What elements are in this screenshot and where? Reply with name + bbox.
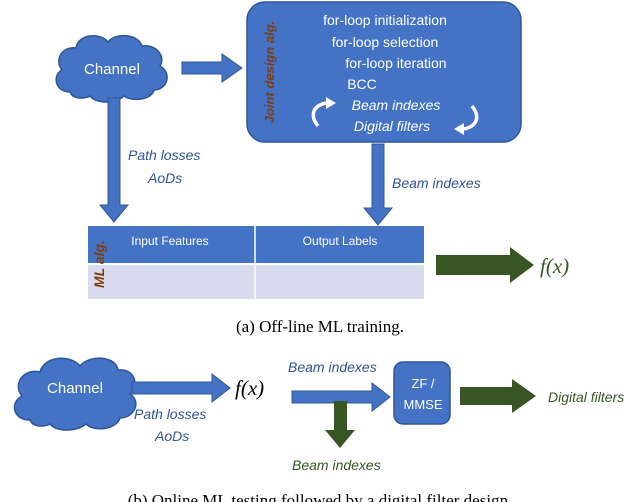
table-header-input-features: Input Features xyxy=(131,234,208,248)
path-losses-label-b: Path losses xyxy=(134,406,206,422)
cycle-arrowhead-bottom xyxy=(454,123,464,135)
table-data-row xyxy=(88,264,424,299)
channel-label-b: Channel xyxy=(47,380,103,397)
right-arrow-icon xyxy=(460,379,536,413)
right-arrow-icon xyxy=(131,372,231,404)
caption-b: (b) Online ML testing followed by a digi… xyxy=(128,491,513,502)
channel-cloud-a: Channel xyxy=(55,34,168,103)
cycle-arrowhead-top xyxy=(326,97,336,109)
down-arrow-icon xyxy=(325,401,355,448)
cloud-shape-icon xyxy=(13,357,137,431)
joint-alg-label: Joint design alg. xyxy=(262,21,277,124)
aods-label-b: AoDs xyxy=(154,428,189,444)
digital-filters-label: Digital filters xyxy=(548,389,624,405)
alg-output-beam-indexes: Beam indexes xyxy=(352,97,441,113)
table-header-row xyxy=(88,226,424,264)
alg-step-bcc: BCC xyxy=(347,76,377,92)
cloud-shape-icon xyxy=(55,34,168,103)
beam-indexes-label-a: Beam indexes xyxy=(392,175,481,191)
joint-design-box: Joint design alg. for-loop initializatio… xyxy=(246,1,522,143)
down-arrow-icon xyxy=(98,97,130,223)
right-arrow-icon xyxy=(181,53,243,83)
zf-mmse-box: ZF / MMSE xyxy=(393,361,451,425)
ml-alg-label: ML alg. xyxy=(91,240,107,288)
right-arrow-icon xyxy=(436,247,534,283)
ml-table: ML alg. Input Features Output Labels xyxy=(88,226,424,299)
down-arrow-icon xyxy=(362,143,394,226)
beam-indexes-label-b-bottom: Beam indexes xyxy=(292,457,381,473)
alg-step-iteration: for-loop iteration xyxy=(345,55,446,71)
fx-label-a: f(x) xyxy=(540,254,569,278)
zf-mmse-background xyxy=(393,361,451,425)
fx-label-b: f(x) xyxy=(235,376,264,400)
path-losses-label-a: Path losses xyxy=(128,147,200,163)
aods-label-a: AoDs xyxy=(147,170,182,186)
table-header-output-labels: Output Labels xyxy=(303,234,378,248)
right-arrow-icon xyxy=(291,381,391,413)
alg-step-initialization: for-loop initialization xyxy=(323,12,447,28)
channel-label-a: Channel xyxy=(84,61,140,78)
zf-label: ZF / xyxy=(411,376,434,391)
alg-output-digital-filters: Digital filters xyxy=(354,118,430,134)
mmse-label: MMSE xyxy=(404,397,443,412)
channel-cloud-b: Channel xyxy=(13,357,137,431)
cycle-arrows-icon xyxy=(311,101,479,131)
alg-step-selection: for-loop selection xyxy=(332,34,439,50)
beam-indexes-label-b-top: Beam indexes xyxy=(288,359,377,375)
caption-a: (a) Off-line ML training. xyxy=(236,317,404,336)
